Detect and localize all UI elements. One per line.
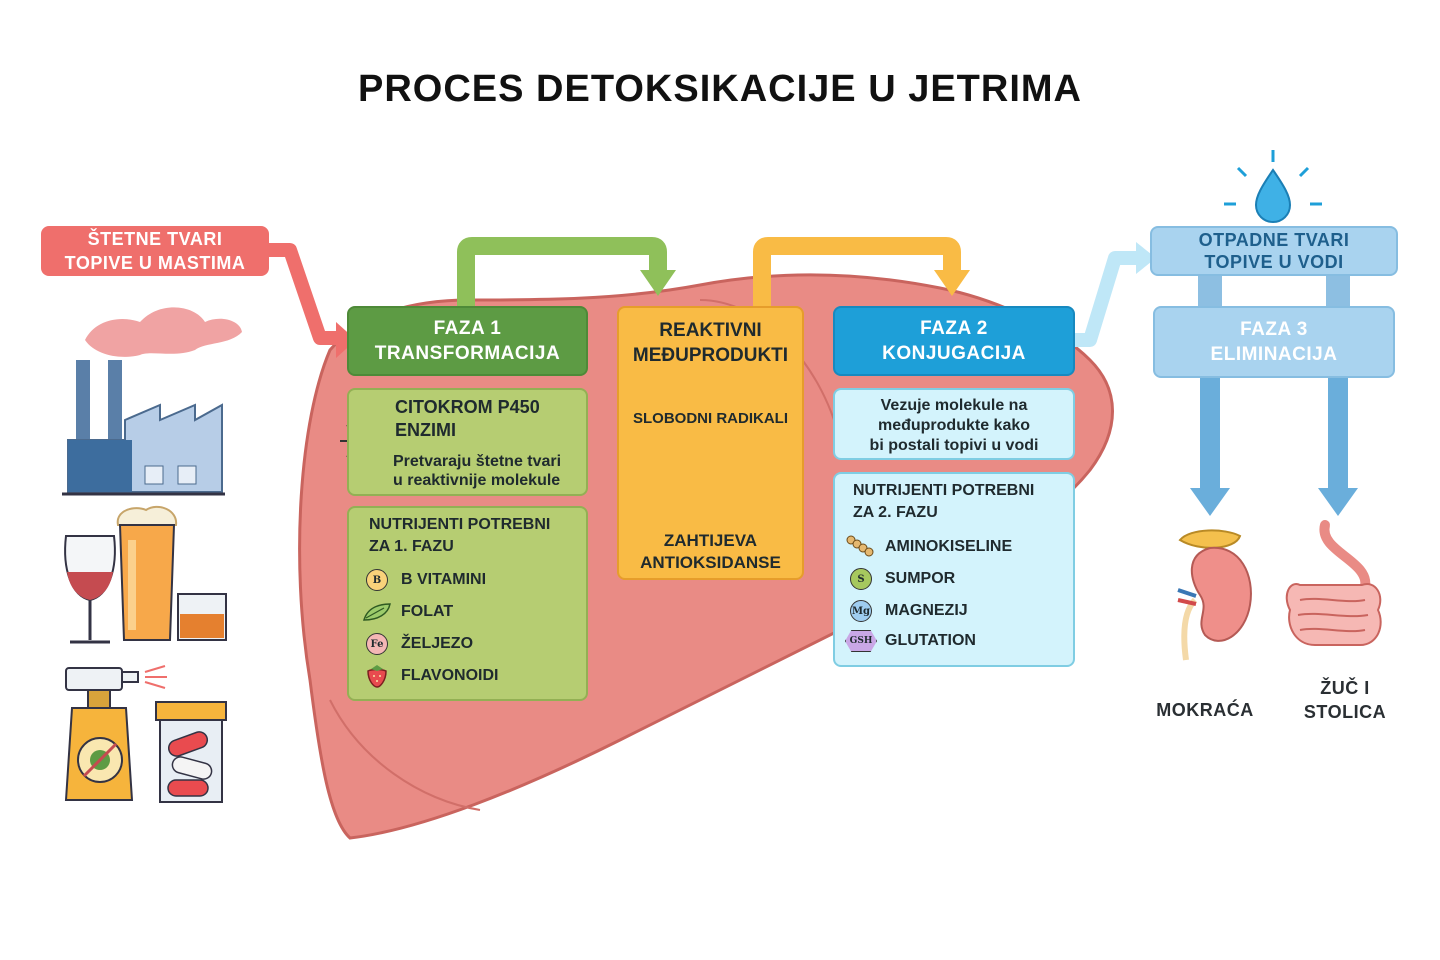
nutrient-iron: Fe ŽELJEZO — [361, 628, 581, 660]
water-drop-icon — [1224, 150, 1322, 224]
phase2-nutrients-title-line1: NUTRIJENTI POTREBNI — [853, 482, 1035, 499]
page-title: PROCES DETOKSIKACIJE U JETRIMA — [358, 68, 1082, 110]
phase3-subtitle: ELIMINACIJA — [1210, 344, 1338, 365]
nutrient-sulfur: S SUMPOR — [845, 563, 1070, 595]
arrowhead-phase2 — [934, 270, 970, 296]
wine-glass-icon — [64, 535, 116, 644]
whisky-glass-icon — [177, 593, 227, 641]
nutrient-glutathione: GSH GLUTATION — [845, 627, 1070, 655]
phase1-nutrients-box: NUTRIJENTI POTREBNI ZA 1. FAZU B B VITAM… — [347, 506, 588, 701]
output-line1: OTPADNE TVARI — [1198, 230, 1350, 250]
connector-left — [1198, 276, 1222, 308]
nutrient-flavonoids: FLAVONOIDI — [361, 660, 581, 692]
enzyme-name-line1: CITOKROM P450 — [395, 397, 540, 417]
nutrient-label: MAGNEZIJ — [885, 602, 968, 619]
nutrient-b-vitamins: B B VITAMINI — [361, 564, 581, 596]
enzyme-name-line2: ENZIMI — [395, 420, 456, 440]
phase1-desc-line2: u reaktivnije molekule — [393, 472, 561, 489]
sulfur-icon: S — [850, 568, 872, 590]
output-line2: TOPIVE U VODI — [1204, 252, 1344, 272]
arrow-to-intestine — [1318, 378, 1358, 516]
phase2-title: FAZA 2 — [920, 318, 988, 339]
phase3-header: FAZA 3 ELIMINACIJA — [1153, 306, 1395, 378]
arrowhead-output — [1136, 242, 1156, 274]
nutrient-magnesium: Mg MAGNEZIJ — [845, 595, 1070, 627]
phase2-subtitle: KONJUGACIJA — [882, 343, 1026, 364]
phase1-nutrients-title-line2: ZA 1. FAZU — [369, 538, 454, 555]
arrowhead-intermediates — [640, 270, 676, 296]
nutrient-label: ŽELJEZO — [401, 635, 474, 652]
strawberry-icon — [367, 665, 387, 688]
phase2-desc-box: Vezuje molekule na međuprodukte kako bi … — [833, 388, 1075, 460]
pill-jar-icon — [155, 701, 227, 803]
connector-right — [1326, 276, 1350, 308]
factory-icon — [62, 307, 242, 496]
amino-acid-chain-icon — [846, 535, 874, 557]
arrow-phase2-to-output — [1075, 251, 1138, 347]
vitamin-b-icon: B — [366, 569, 388, 591]
intermediates-box: REAKTIVNI MEĐUPRODUKTI SLOBODNI RADIKALI… — [617, 306, 804, 580]
nutrient-label: SUMPOR — [885, 570, 956, 587]
phase1-header: FAZA 1 TRANSFORMACIJA — [347, 306, 588, 376]
input-fat-soluble-toxins: ŠTETNE TVARI TOPIVE U MASTIMA — [41, 226, 269, 276]
phase2-desc-line1: Vezuje molekule na — [880, 397, 1028, 414]
phase3-title: FAZA 3 — [1240, 319, 1308, 340]
iron-icon: Fe — [366, 633, 388, 655]
phase1-desc-line1: Pretvaraju štetne tvari — [393, 453, 562, 470]
phase1-nutrients-title-line1: NUTRIJENTI POTREBNI — [369, 516, 551, 533]
intestine-icon — [1285, 520, 1382, 646]
nutrient-amino-acids: AMINOKISELINE — [845, 531, 1070, 563]
nutrient-label: B VITAMINI — [401, 571, 487, 588]
arrow-input-to-phase1 — [268, 243, 338, 345]
phase1-enzyme-box: CITOKROM P450 ENZIMI Pretvaraju štetne t… — [347, 388, 588, 496]
free-radicals-label: SLOBODNI RADIKALI — [633, 410, 788, 427]
arrow-phase1-to-intermediates — [457, 237, 667, 306]
leaf-icon — [363, 603, 391, 621]
spray-bottle-icon — [64, 665, 167, 801]
antioxidants-line2: ANTIOKSIDANSE — [640, 553, 781, 572]
intermediates-title-line1: REAKTIVNI — [659, 320, 762, 341]
nutrient-label: FOLAT — [401, 603, 454, 620]
exit-bile-stool-label: ŽUČ I STOLICA — [1280, 676, 1410, 724]
arrowhead-phase1 — [336, 322, 356, 358]
phase2-nutrients-title-line2: ZA 2. FAZU — [853, 504, 938, 521]
magnesium-icon: Mg — [850, 600, 872, 622]
input-line2: TOPIVE U MASTIMA — [64, 253, 246, 273]
nutrient-label: GLUTATION — [885, 632, 976, 649]
intermediates-title-line2: MEĐUPRODUKTI — [632, 345, 789, 366]
phase2-desc-line2: međuprodukte kako — [877, 417, 1031, 434]
exit-urine-label: MOKRAĆA — [1156, 700, 1254, 720]
arrow-to-kidney — [1190, 378, 1230, 516]
phase1-subtitle: TRANSFORMACIJA — [374, 343, 561, 364]
arrow-intermediates-to-phase2 — [753, 237, 961, 306]
phase1-title: FAZA 1 — [433, 318, 502, 339]
kidney-icon — [1177, 529, 1252, 661]
antioxidants-line1: ZAHTIJEVA — [663, 531, 758, 550]
glutathione-icon: GSH — [845, 630, 877, 652]
phase2-header: FAZA 2 KONJUGACIJA — [833, 306, 1075, 376]
phase2-desc-line3: bi postali topivi u vodi — [869, 437, 1039, 454]
exit-bile-line2: STOLICA — [1303, 702, 1387, 722]
exit-bile-line1: ŽUČ I — [1320, 678, 1370, 698]
input-line1: ŠTETNE TVARI — [87, 229, 223, 249]
nutrient-folate: FOLAT — [361, 596, 581, 628]
nutrient-label: FLAVONOIDI — [401, 667, 499, 684]
phase2-nutrients-box: NUTRIJENTI POTREBNI ZA 2. FAZU AMINOKISE… — [833, 472, 1075, 667]
beer-glass-icon — [116, 505, 178, 641]
nutrient-label: AMINOKISELINE — [885, 538, 1013, 555]
output-water-soluble-waste: OTPADNE TVARI TOPIVE U VODI — [1150, 226, 1398, 276]
